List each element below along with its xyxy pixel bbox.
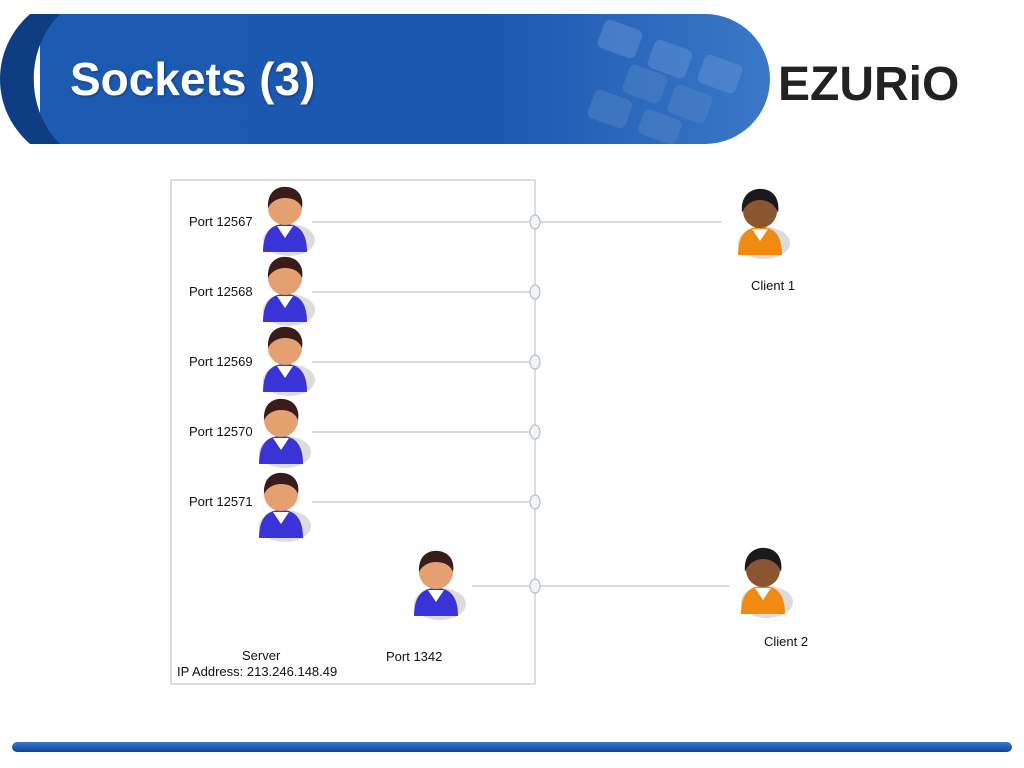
socket-endpoint-2	[529, 284, 541, 300]
server-person-icon-4	[259, 398, 311, 468]
keypad-illustration	[587, 19, 743, 144]
port-label-1: Port 12567	[189, 214, 253, 229]
slide-title: Sockets (3)	[70, 53, 316, 105]
logo-text: EZURiO	[778, 58, 959, 110]
port-label-3: Port 12569	[189, 354, 253, 369]
header-banner	[0, 14, 770, 144]
ezurio-logo: EZURiO	[778, 58, 959, 110]
socket-endpoint-listen	[529, 578, 541, 594]
server-person-icon-3	[263, 326, 315, 396]
server-label: Server	[242, 648, 281, 663]
server-listen-person-icon	[414, 550, 466, 620]
socket-endpoint-3	[529, 354, 541, 370]
socket-endpoint-1	[529, 214, 541, 230]
client-1-label: Client 1	[751, 278, 796, 293]
client-2-person-icon	[741, 547, 793, 618]
listen-port-label: Port 1342	[386, 649, 443, 664]
server-person-icon-2	[263, 256, 315, 326]
footer-bar	[12, 742, 1012, 752]
port-label-2: Port 12568	[189, 284, 253, 299]
port-label-4: Port 12570	[189, 424, 253, 439]
socket-endpoint-4	[529, 424, 541, 440]
server-ip-label: IP Address: 213.246.148.49	[177, 664, 338, 679]
port-label-5: Port 12571	[189, 494, 253, 509]
server-person-icon-1	[263, 186, 315, 256]
server-person-icon-5	[259, 472, 311, 542]
client-2-label: Client 2	[764, 634, 809, 649]
client-1-person-icon	[738, 188, 790, 259]
socket-endpoint-5	[529, 494, 541, 510]
